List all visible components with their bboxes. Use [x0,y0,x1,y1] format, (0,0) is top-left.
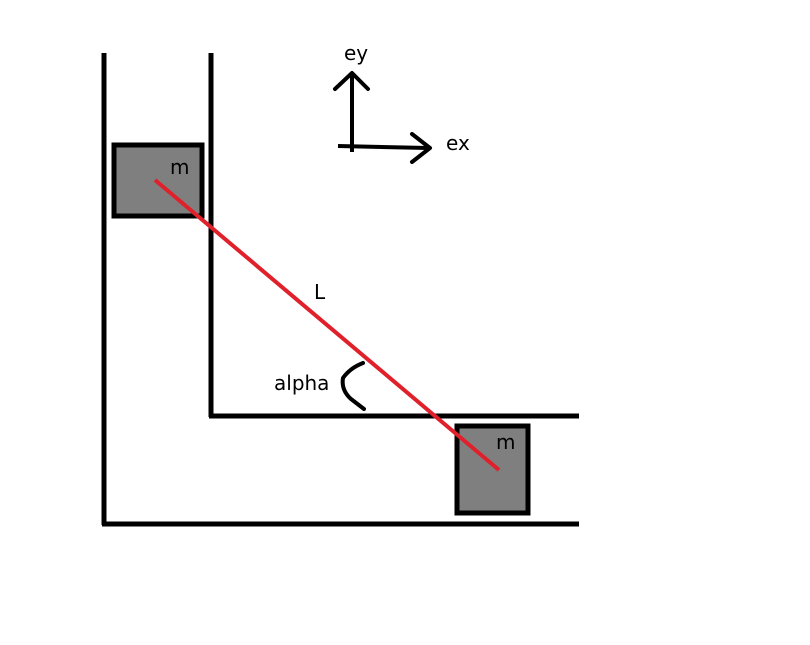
ey-arrowhead [333,71,370,91]
ex-label: ex [446,131,470,155]
lower-mass-block [454,423,531,516]
ex-arrowhead [410,132,432,164]
angle-arc [340,361,366,411]
lower-mass-label: m [496,430,515,454]
coordinate-axes: ey ex [333,41,470,164]
rod [153,178,501,472]
ey-label: ey [344,41,368,65]
rod-length-label: L [314,280,326,304]
angle-label: alpha [274,371,329,395]
ex-axis-arrow-shaft [337,144,429,150]
upper-mass-label: m [170,155,189,179]
